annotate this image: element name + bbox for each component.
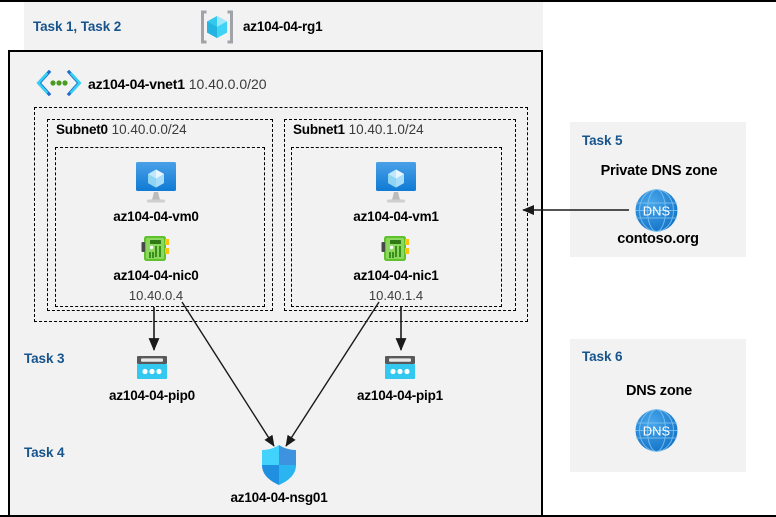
subnet-1-cidr: 10.40.1.0/24 (348, 122, 424, 137)
pip-0-name: az104-04-pip0 (109, 388, 195, 403)
dns-zone-icon: DNS (633, 407, 680, 454)
task3-panel (10, 340, 541, 414)
subnet-1-box (284, 119, 516, 311)
vm-1-name: az104-04-vm1 (353, 209, 439, 224)
task-label-5: Task 5 (582, 133, 623, 148)
public-ip-address-icon (382, 354, 418, 384)
virtual-network-icon (36, 69, 82, 97)
subnet-0-inner-box (55, 147, 265, 307)
virtual-machine-icon (133, 160, 179, 204)
network-interface-icon (381, 233, 412, 264)
dns-zone-heading: DNS zone (625, 383, 693, 399)
subnet-0-box (47, 119, 273, 311)
resource-group-icon (198, 8, 236, 46)
vnet-name: az104-04-vnet1 (88, 76, 185, 92)
subnet-0-header: Subnet0 10.40.0.0/24 (56, 122, 187, 137)
private-dns-zone-heading: Private DNS zone (600, 163, 718, 179)
resource-group-name: az104-04-rg1 (243, 19, 323, 34)
pip-1-name: az104-04-pip1 (357, 388, 443, 403)
network-security-group-icon (259, 443, 299, 487)
task-label-1-2: Task 1, Task 2 (33, 19, 122, 34)
subnet-1-header: Subnet1 10.40.1.0/24 (293, 122, 424, 137)
virtual-machine-icon (373, 160, 419, 204)
nic-0-ip: 10.40.0.4 (128, 288, 184, 303)
vnet-header: az104-04-vnet1 10.40.0.0/20 (88, 76, 267, 92)
public-ip-address-icon (134, 354, 170, 384)
private-dns-zone-name: contoso.org (617, 231, 699, 247)
vnet-band (10, 52, 541, 327)
nic-0-name: az104-04-nic0 (113, 268, 199, 283)
subnet-0-cidr: 10.40.0.0/24 (111, 122, 187, 137)
resource-group-header-band (24, 2, 543, 50)
subnet-0-label: Subnet0 (56, 122, 108, 137)
task-label-3: Task 3 (24, 351, 65, 366)
subnet-1-label: Subnet1 (293, 122, 345, 137)
dns-zone-icon: DNS (633, 187, 680, 234)
vnet-cidr: 10.40.0.0/20 (188, 76, 267, 92)
dns-icon-text: DNS (643, 204, 671, 219)
nsg-name: az104-04-nsg01 (230, 490, 328, 505)
dns-icon-text: DNS (643, 424, 671, 439)
nic-1-ip: 10.40.1.4 (368, 288, 424, 303)
subnet-1-inner-box (291, 147, 502, 307)
vm-0-name: az104-04-vm0 (113, 209, 199, 224)
task-label-6: Task 6 (582, 349, 623, 364)
task-label-4: Task 4 (24, 445, 65, 460)
nic-1-name: az104-04-nic1 (353, 268, 439, 283)
network-interface-icon (141, 233, 172, 264)
